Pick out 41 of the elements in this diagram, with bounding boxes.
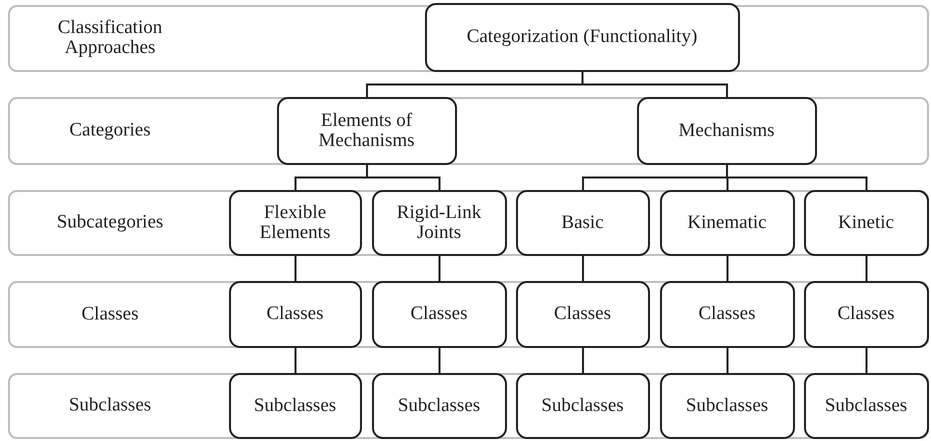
connector-line	[582, 72, 728, 97]
category-box: Classes	[516, 280, 650, 348]
category-box: Rigid-Link Joints	[372, 190, 506, 256]
category-box: Subclasses	[228, 372, 362, 438]
category-box: Flexible Elements	[228, 190, 362, 256]
connector-line	[294, 348, 296, 373]
row-band	[8, 190, 929, 256]
connector-line	[438, 348, 440, 373]
category-box: Subclasses	[804, 372, 928, 438]
row-label: Classification Approaches	[56, 18, 164, 60]
row-label: Classes	[80, 304, 140, 325]
category-box: Kinematic	[660, 190, 794, 256]
connector-line	[582, 348, 584, 373]
category-box: Subclasses	[516, 372, 650, 438]
connector-line	[582, 256, 584, 281]
row-band	[8, 5, 929, 72]
category-box: Categorization (Functionality)	[424, 2, 740, 72]
category-box: Classes	[660, 280, 794, 348]
connector-line	[726, 348, 728, 373]
category-box: Classes	[228, 280, 362, 348]
category-box: Elements of Mechanisms	[276, 96, 456, 164]
connector-line	[438, 256, 440, 281]
row-label: Subclasses	[68, 396, 152, 416]
category-box: Subclasses	[372, 372, 506, 438]
connector-line	[366, 165, 440, 190]
row-label: Categories	[68, 120, 152, 142]
connector-line	[726, 165, 868, 190]
connector-line	[866, 256, 868, 281]
row-band	[8, 373, 929, 439]
row-band	[8, 97, 929, 165]
category-box: Classes	[372, 280, 506, 348]
row-label: Subcategories	[56, 212, 164, 234]
category-box: Subclasses	[660, 372, 794, 438]
category-box: Classes	[804, 280, 928, 348]
connector-line	[726, 256, 728, 281]
category-box: Mechanisms	[636, 96, 816, 164]
connector-line	[866, 348, 868, 373]
category-box: Kinetic	[804, 190, 928, 256]
connector-line	[294, 256, 296, 281]
row-band	[8, 281, 929, 348]
category-box: Basic	[516, 190, 650, 256]
